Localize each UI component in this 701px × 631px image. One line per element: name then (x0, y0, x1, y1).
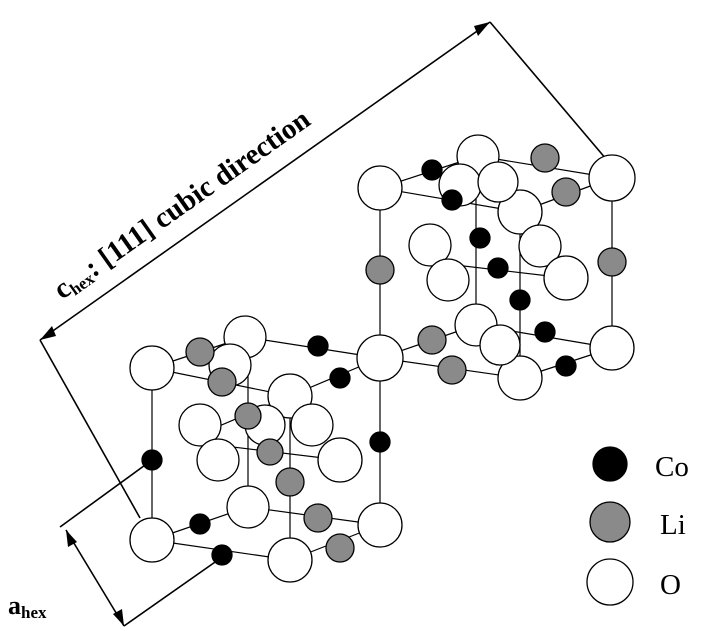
co-atom (487, 257, 509, 279)
c-hex-axis-label: chex: [111] cubic direction (48, 103, 317, 306)
li-atom (597, 247, 627, 277)
o-atom (426, 258, 470, 302)
co-atom (534, 321, 556, 343)
co-atom (509, 289, 531, 311)
o-atom (408, 223, 452, 267)
c-hex-dimension-line (39, 21, 491, 341)
a-arrowhead-start (66, 530, 77, 547)
o-atom (178, 403, 222, 447)
o-atom (129, 345, 175, 391)
li-atom (365, 255, 395, 285)
legend-item-o: O (586, 558, 681, 606)
o-atom (589, 325, 635, 371)
co-atom (329, 367, 351, 389)
legend-label-o: O (660, 569, 681, 601)
a-extension-top (59, 459, 153, 528)
legend-swatch-o (586, 558, 634, 606)
legend-label-li: Li (660, 509, 686, 541)
o-atom (479, 324, 521, 366)
legend-swatch-co (592, 446, 628, 482)
cobalt-atoms (141, 159, 577, 566)
li-atom (417, 325, 447, 355)
legend-label-co: Co (655, 451, 689, 483)
c-hex-dimension (39, 21, 613, 519)
c-arrowhead-start (40, 326, 56, 340)
co-atom (211, 544, 233, 566)
o-atom (543, 255, 589, 301)
legend: Co Li O (586, 446, 689, 606)
o-atom (196, 438, 240, 482)
a-hex-dimension-line (65, 529, 125, 627)
o-atom (226, 485, 270, 529)
co-atom (469, 227, 491, 249)
li-atom (530, 143, 560, 173)
o-atom (357, 502, 403, 548)
co-atom (189, 513, 211, 535)
li-atom (325, 533, 355, 563)
li-atom (207, 367, 237, 397)
o-atom (588, 154, 636, 202)
o-atom (267, 537, 313, 583)
li-atom (551, 177, 581, 207)
co-atom (307, 335, 329, 357)
a-arrowhead-end (113, 609, 124, 626)
c-extension-left (39, 339, 141, 519)
o-atom (129, 517, 175, 563)
li-atom (303, 503, 333, 533)
li-atom (275, 467, 305, 497)
o-atom (518, 224, 562, 268)
li-atom (234, 402, 262, 430)
co-atom (421, 159, 443, 181)
lithium-atoms (185, 143, 627, 563)
li-atom (437, 355, 467, 385)
o-atom (497, 189, 543, 235)
oxygen-atoms (129, 134, 636, 583)
c-extension-right (489, 21, 613, 167)
o-atom (356, 334, 404, 382)
li-atom (256, 438, 284, 466)
co-atom (141, 449, 163, 471)
legend-item-li: Li (589, 501, 686, 543)
o-atom (317, 437, 363, 483)
o-atom (477, 161, 519, 203)
co-atom (369, 431, 391, 453)
o-atom (357, 165, 403, 211)
legend-item-co: Co (592, 446, 689, 483)
a-hex-dimension (59, 459, 219, 627)
legend-swatch-li (589, 501, 631, 543)
a-extension-bottom (123, 559, 219, 627)
co-atom (555, 355, 577, 377)
li-atom (185, 337, 215, 367)
c-arrowhead-end (474, 22, 490, 36)
co-atom (441, 189, 463, 211)
o-atom (290, 403, 334, 447)
a-hex-axis-label: ahex (8, 591, 47, 622)
o-atom (497, 355, 543, 401)
